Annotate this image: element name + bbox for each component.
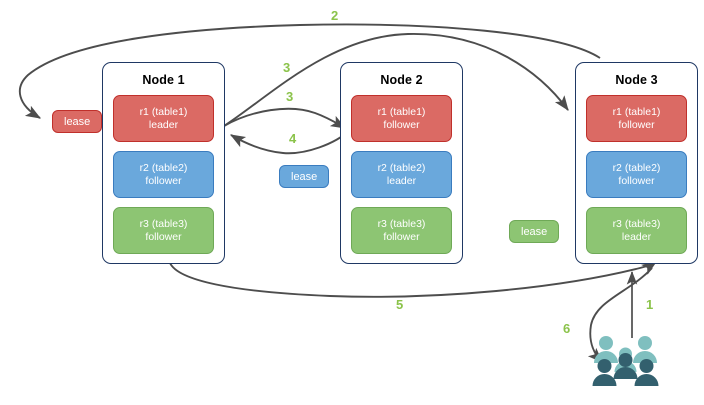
replica-role: leader: [621, 230, 652, 243]
lease-label: lease: [291, 170, 318, 183]
lease-badge-table1[interactable]: lease: [52, 110, 103, 133]
step-label-2: 2: [331, 8, 339, 23]
replica-role: follower: [383, 118, 420, 131]
replica-name: r3 (table3): [139, 217, 188, 230]
replica-name: r3 (table3): [377, 217, 426, 230]
replica-role: follower: [145, 230, 182, 243]
arrow-step-5: [169, 261, 657, 298]
lease-label: lease: [521, 225, 548, 238]
replica-node1-r1[interactable]: r1 (table1) leader: [113, 95, 214, 142]
replica-node1-r2[interactable]: r2 (table2) follower: [113, 151, 214, 198]
replica-name: r2 (table2): [377, 161, 426, 174]
node-card-node1[interactable]: Node 1 r1 (table1) leader r2 (table2) fo…: [102, 62, 225, 264]
users-group-icon: [592, 336, 659, 386]
node-card-node3[interactable]: Node 3 r1 (table1) follower r2 (table2) …: [575, 62, 698, 264]
replica-node3-r3[interactable]: r3 (table3) leader: [586, 207, 687, 254]
lease-label: lease: [64, 115, 91, 128]
step-label-1: 1: [646, 297, 654, 312]
node-title: Node 3: [615, 73, 658, 87]
replica-role: leader: [148, 118, 179, 131]
replica-role: leader: [386, 174, 417, 187]
replica-node2-r1[interactable]: r1 (table1) follower: [351, 95, 452, 142]
replica-role: follower: [145, 174, 182, 187]
step-label-3-lower: 3: [286, 89, 294, 104]
lease-badge-table3[interactable]: lease: [509, 220, 560, 243]
replica-node3-r1[interactable]: r1 (table1) follower: [586, 95, 687, 142]
replica-name: r1 (table1): [612, 105, 661, 118]
replica-name: r2 (table2): [612, 161, 661, 174]
replica-node1-r3[interactable]: r3 (table3) follower: [113, 207, 214, 254]
replica-node2-r3[interactable]: r3 (table3) follower: [351, 207, 452, 254]
replica-node3-r2[interactable]: r2 (table2) follower: [586, 151, 687, 198]
replica-name: r2 (table2): [139, 161, 188, 174]
step-label-3-upper: 3: [283, 60, 291, 75]
replica-role: follower: [618, 174, 655, 187]
replica-name: r1 (table1): [139, 105, 188, 118]
lease-badge-table2[interactable]: lease: [279, 165, 330, 188]
step-label-5: 5: [396, 297, 404, 312]
replica-node2-r2[interactable]: r2 (table2) leader: [351, 151, 452, 198]
arrow-step-3-lower: [223, 107, 346, 129]
replica-name: r3 (table3): [612, 217, 661, 230]
step-label-6: 6: [563, 321, 571, 336]
replica-role: follower: [618, 118, 655, 131]
replica-name: r1 (table1): [377, 105, 426, 118]
node-title: Node 2: [380, 73, 423, 87]
node-card-node2[interactable]: Node 2 r1 (table1) follower r2 (table2) …: [340, 62, 463, 264]
replica-role: follower: [383, 230, 420, 243]
node-title: Node 1: [142, 73, 185, 87]
step-label-4: 4: [289, 131, 297, 146]
